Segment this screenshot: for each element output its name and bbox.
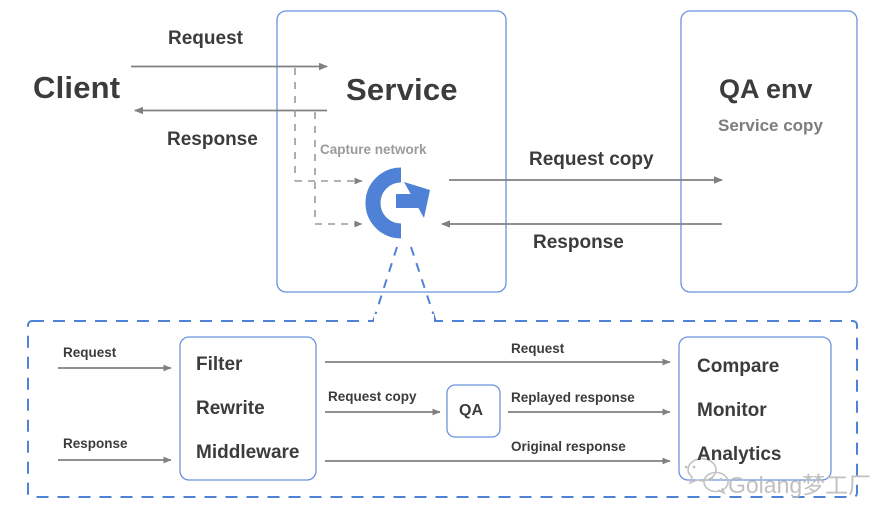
node-title-service: Service <box>346 72 458 107</box>
node-title-qa-env: QA env <box>719 74 813 104</box>
goreplay-logo-icon <box>365 167 430 239</box>
detail-panel-border <box>27 320 858 498</box>
detail-label-response-in: Response <box>63 436 128 451</box>
output-item-compare: Compare <box>697 356 780 377</box>
pipeline-box <box>179 336 317 481</box>
qa-box-label: QA <box>459 402 483 419</box>
capture-tap-lines <box>294 68 316 224</box>
detail-label-request-in: Request <box>63 345 117 360</box>
wechat-icon <box>684 457 729 495</box>
pipeline-item-rewrite: Rewrite <box>196 398 265 419</box>
qa-small-box <box>446 384 501 438</box>
detail-label-request-copy: Request copy <box>328 389 417 404</box>
node-subtitle-qa-env: Service copy <box>718 116 823 135</box>
qa-env-box <box>680 10 858 293</box>
outputs-box <box>678 336 832 481</box>
flow-label-request-copy: Request copy <box>529 149 654 170</box>
pipeline-item-filter: Filter <box>196 354 243 375</box>
pipeline-item-middleware: Middleware <box>196 442 300 463</box>
flow-label-response: Response <box>167 129 258 150</box>
output-item-monitor: Monitor <box>697 400 767 421</box>
watermark-text: Golang梦工厂 <box>728 472 872 498</box>
detail-label-replayed-response: Replayed response <box>511 390 635 405</box>
flow-label-capture-network: Capture network <box>320 142 427 157</box>
output-item-analytics: Analytics <box>697 444 782 465</box>
flow-label-request: Request <box>168 28 243 49</box>
detail-label-original-response: Original response <box>511 439 626 454</box>
node-title-client: Client <box>33 70 121 105</box>
flow-label-response-from-qa: Response <box>533 232 624 253</box>
expansion-connector-lines <box>372 246 437 323</box>
detail-label-request-out: Request <box>511 341 565 356</box>
capture-tap-arrows <box>295 177 363 228</box>
